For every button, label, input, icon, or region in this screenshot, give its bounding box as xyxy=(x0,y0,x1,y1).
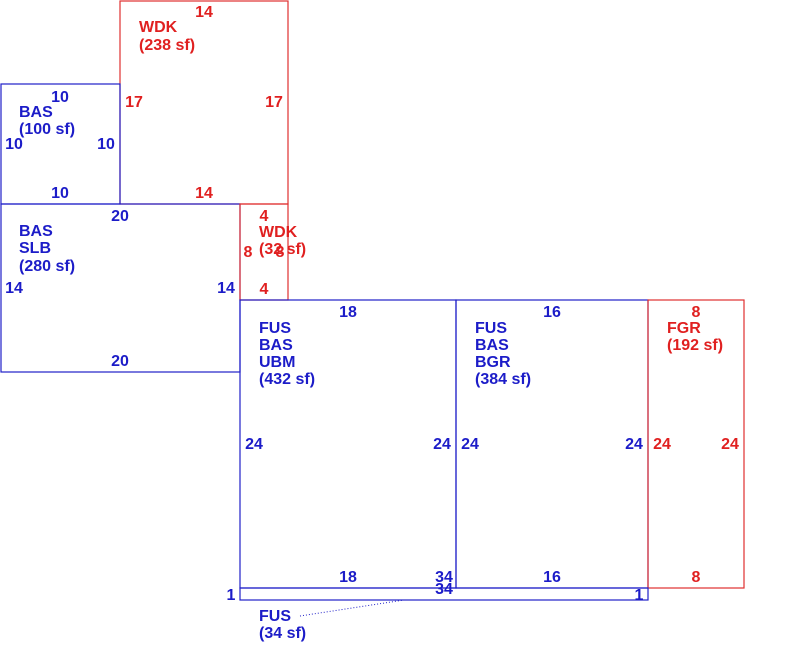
area-fus-ubm: FUS BAS UBM (432 sf) 18 24 24 18 xyxy=(239,299,457,589)
wdk-top-code: WDK xyxy=(139,19,178,36)
wdk-small-dim-bottom: 4 xyxy=(260,281,269,298)
bas-small-area: (100 sf) xyxy=(19,121,75,138)
bas-small-dim-left: 10 xyxy=(5,136,23,153)
fus-ubm-dim-right: 24 xyxy=(433,436,451,453)
fus-strip-dim-right: 1 xyxy=(635,587,644,604)
fus-ubm-dim-top: 18 xyxy=(339,304,357,321)
bas-slb-dim-left: 14 xyxy=(5,280,23,297)
bas-slb-dim-top: 20 xyxy=(111,208,129,225)
wdk-top-dim-left: 17 xyxy=(125,94,143,111)
fus-bgr-dim-left: 24 xyxy=(461,436,479,453)
wdk-small-dim-right: 8 xyxy=(276,244,285,261)
wdk-top-dim-top: 14 xyxy=(195,4,213,21)
area-wdk-top: WDK (238 sf) 14 17 17 14 xyxy=(119,0,289,205)
bas-slb-code2: SLB xyxy=(19,240,51,257)
wdk-top-dim-right: 17 xyxy=(265,94,283,111)
bas-slb-code1: BAS xyxy=(19,223,53,240)
fus-ubm-code3: UBM xyxy=(259,354,295,371)
wdk-top-area: (238 sf) xyxy=(139,37,195,54)
wdk-top-dim-bottom: 14 xyxy=(195,185,213,202)
fgr-area: (192 sf) xyxy=(667,337,723,354)
fus-bgr-code1: FUS xyxy=(475,320,507,337)
fus-ubm-dim-left: 24 xyxy=(245,436,263,453)
area-bas-slb: BAS SLB (280 sf) 20 14 14 20 xyxy=(0,203,241,373)
fus-ubm-area: (432 sf) xyxy=(259,371,315,388)
bas-small-dim-top: 10 xyxy=(51,89,69,106)
fus-ubm-dim-bottom: 18 xyxy=(339,569,357,586)
area-fus-strip: FUS (34 sf) 34 1 1 34 xyxy=(227,569,649,642)
fus-bgr-dim-bottom: 16 xyxy=(543,569,561,586)
fus-bgr-dim-top: 16 xyxy=(543,304,561,321)
fus-strip-leader-line xyxy=(299,599,405,617)
fgr-dim-right: 24 xyxy=(721,436,739,453)
bas-slb-area: (280 sf) xyxy=(19,258,75,275)
fus-strip-dim-left: 1 xyxy=(227,587,236,604)
area-bas-small: BAS (100 sf) 10 10 10 10 xyxy=(0,83,121,205)
wdk-small-area: (32 sf) xyxy=(259,241,306,258)
fus-strip-area: (34 sf) xyxy=(259,625,306,642)
area-wdk-small: WDK (32 sf) 4 8 8 4 xyxy=(239,203,306,301)
fus-bgr-code3: BGR xyxy=(475,354,511,371)
wdk-small-code: WDK xyxy=(259,224,298,241)
fus-bgr-area: (384 sf) xyxy=(475,371,531,388)
fus-bgr-code2: BAS xyxy=(475,337,509,354)
fus-ubm-code1: FUS xyxy=(259,320,291,337)
bas-small-dim-right: 10 xyxy=(97,136,115,153)
fus-strip-dim-top: 34 xyxy=(435,569,453,586)
fgr-dim-left: 24 xyxy=(653,436,671,453)
area-fgr: FGR (192 sf) 8 24 24 8 xyxy=(647,299,745,589)
fus-bgr-dim-right: 24 xyxy=(625,436,643,453)
fgr-outline xyxy=(647,299,745,589)
bas-small-dim-bottom: 10 xyxy=(51,185,69,202)
bas-slb-dim-bottom: 20 xyxy=(111,353,129,370)
bas-slb-dim-right: 14 xyxy=(217,280,235,297)
fgr-dim-top: 8 xyxy=(692,304,701,321)
fus-strip-outline xyxy=(239,587,649,601)
fus-strip-code: FUS xyxy=(259,608,291,625)
fgr-code: FGR xyxy=(667,320,701,337)
area-fus-bgr: FUS BAS BGR (384 sf) 16 24 24 16 xyxy=(455,299,649,589)
fus-strip-dim-bottom: 34 xyxy=(435,581,453,598)
fgr-dim-bottom: 8 xyxy=(692,569,701,586)
bas-small-code: BAS xyxy=(19,104,53,121)
wdk-small-dim-left: 8 xyxy=(244,244,253,261)
wdk-small-dim-top: 4 xyxy=(260,208,269,225)
fus-ubm-code2: BAS xyxy=(259,337,293,354)
